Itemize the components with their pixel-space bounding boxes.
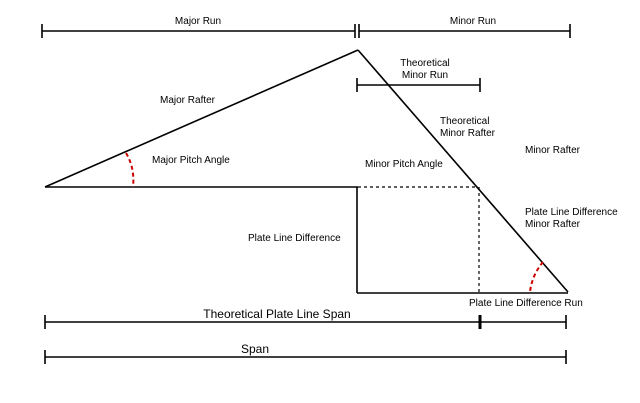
theoretical-plate-line-span-label: Theoretical Plate Line Span xyxy=(203,307,350,321)
major-rafter-label: Major Rafter xyxy=(160,95,216,106)
plate-line-difference-run-label: Plate Line Difference Run xyxy=(469,298,583,309)
major-run-label: Major Run xyxy=(175,16,221,27)
major-rafter-line xyxy=(44,49,359,188)
plate-line-difference-minor-rafter-label-line2: Minor Rafter xyxy=(525,219,581,230)
minor-pitch-angle-arc xyxy=(529,261,544,293)
minor-run-label: Minor Run xyxy=(450,16,496,27)
minor-rafter-line xyxy=(357,49,569,293)
minor-rafter-label: Minor Rafter xyxy=(525,145,581,156)
major-pitch-angle-arc xyxy=(125,152,135,188)
theoretical-minor-run-label-line1: Theoretical xyxy=(400,58,449,69)
span-dimension: Span xyxy=(44,342,567,364)
plate-line-difference-label: Plate Line Difference xyxy=(248,233,341,244)
major-pitch-angle-label: Major Pitch Angle xyxy=(152,155,230,166)
minor-pitch-angle-label: Minor Pitch Angle xyxy=(365,159,443,170)
theoretical-plate-line-span-dimension: Theoretical Plate Line Span xyxy=(44,307,567,329)
major-run-dimension: Major Run xyxy=(41,16,356,38)
theoretical-minor-rafter-label-line1: Theoretical xyxy=(440,116,489,127)
theoretical-minor-rafter-label-line2: Minor Rafter xyxy=(440,128,496,139)
theoretical-minor-run-label-line2: Minor Run xyxy=(402,70,448,81)
span-label: Span xyxy=(241,342,269,356)
minor-run-dimension: Minor Run xyxy=(358,16,571,38)
theoretical-minor-run-dimension: Theoretical Minor Run xyxy=(356,58,481,92)
plate-line-difference-minor-rafter-label-line1: Plate Line Difference xyxy=(525,207,618,218)
